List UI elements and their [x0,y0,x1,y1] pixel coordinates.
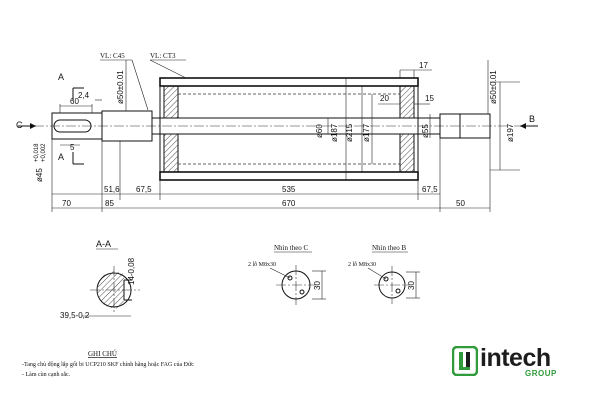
logo-group: GROUP [525,369,557,378]
dim-d215: ø215 [345,123,354,142]
material-c45: VL: C45 [100,52,125,60]
section-a-label-bottom: A [58,152,64,162]
dim-15: 15 [425,94,434,103]
view-c-label: C [16,120,23,130]
main-view: A A C B VL: C45 VL: CT3 60 2,4 5 ø50±0.0… [16,52,538,212]
dim-67-5-left: 67,5 [136,185,152,194]
view-b-arrowhead [520,123,526,129]
dim-50: 50 [456,199,465,208]
notes-heading: GHI CHÚ [88,350,117,358]
notes-line-1: -Tang chủ động lắp gối bi UCP210 SKF chí… [22,361,194,368]
thread-leader [269,267,291,279]
dim-20: 20 [380,94,389,103]
dim-d177: ø177 [362,123,371,142]
notes-block: GHI CHÚ -Tang chủ động lắp gối bi UCP210… [22,350,194,378]
dim-17: 17 [419,61,428,70]
section-aa: A-A 14-0,08 39,5-0,2 [60,239,140,320]
shaft-left-bearing-seat [101,110,153,142]
dim-67-5-right: 67,5 [422,185,438,194]
thread-hole [395,288,401,294]
dim-14: 14-0,08 [127,257,136,285]
view-c-title: Nhìn theo C [274,244,309,252]
dim-85: 85 [105,199,114,208]
shaft-right-end [439,113,491,139]
view-b-thread: 2 lỗ M8x30 [348,261,376,268]
dim-d55: ø55 [421,124,430,138]
notes-line-2: - Làm cùn cạnh sắc. [22,371,71,378]
dim-51-6: 51,6 [104,185,120,194]
section-aa-title: A-A [96,239,111,249]
dim-535: 535 [282,185,296,194]
view-c-arrowhead [30,123,36,129]
dim-d187: ø187 [330,123,339,142]
drum-shell-bottom [159,171,419,181]
thread-leader [367,267,387,280]
view-c-thread: 2 lỗ M8x30 [248,261,276,268]
logo-wordmark: intech [480,344,551,372]
leader-ct3 [149,59,187,79]
dim-39-5: 39,5-0,2 [60,311,90,320]
intech-logo: intech GROUP [452,344,564,380]
dim-5: 5 [70,143,75,152]
dim-d45: ø45 [35,168,44,182]
dim-670: 670 [282,199,296,208]
view-b-dim: 30 [407,281,416,290]
dim-2-4: 2,4 [78,91,90,100]
view-c-detail: Nhìn theo C 2 lỗ M8x30 30 [248,244,326,305]
drum-shell-top [159,77,419,87]
dim-d50-left: ø50±0.01 [116,70,125,104]
dim-d45-tol-bottom: +0,002 [41,143,47,162]
dim-60: 60 [70,97,79,106]
material-ct3: VL: CT3 [150,52,176,60]
thread-hole [383,276,389,282]
view-c-dim: 30 [313,281,322,290]
dim-70: 70 [62,199,71,208]
view-b-title: Nhìn theo B [372,244,407,252]
view-b-label: B [529,114,535,124]
thread-hole [287,275,293,281]
hub-right [399,85,415,173]
hub-left [163,85,179,173]
dim-d60: ø60 [315,124,324,138]
dim-d50-right: ø50±0.01 [489,70,498,104]
thread-hole [299,289,305,295]
dim-d45-tol-top: +0,018 [34,143,40,162]
keyway [53,119,92,133]
dim-d197: ø197 [506,123,515,142]
section-a-label-top: A [58,72,64,82]
view-b-detail: Nhìn theo B 2 lỗ M8x30 30 [348,244,420,304]
leader-c45 [131,59,149,111]
logo-mark-icon [452,346,478,376]
